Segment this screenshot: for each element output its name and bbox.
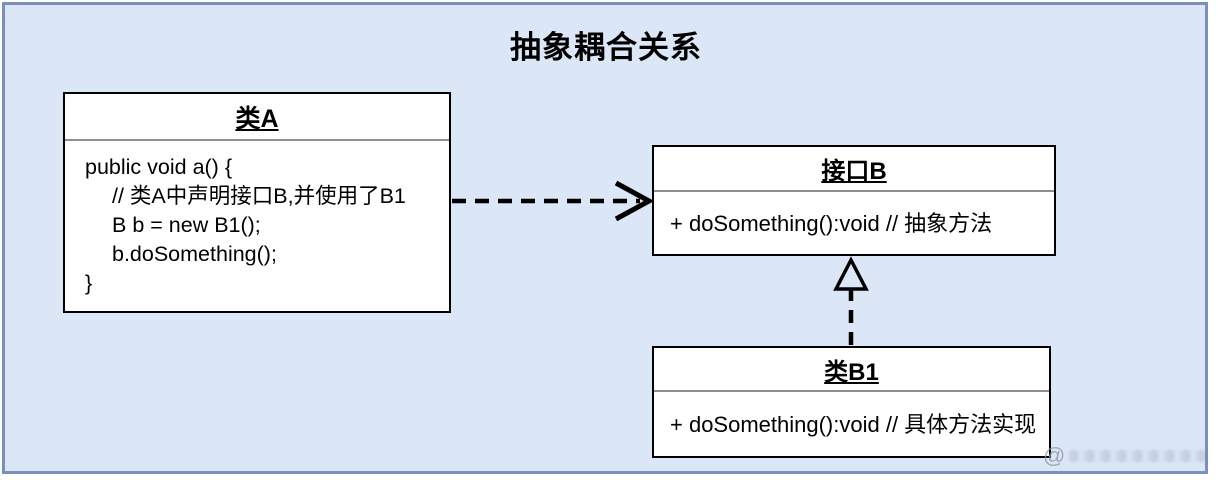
diagram-title: 抽象耦合关系 xyxy=(510,30,702,65)
class-a-code: public void a() { // 类A中声明接口B,并使用了B1 B b… xyxy=(65,141,449,298)
class-a-box: 类A public void a() { // 类A中声明接口B,并使用了B1 … xyxy=(63,92,451,313)
interface-b-name: 接口B xyxy=(821,158,887,185)
code-line: } xyxy=(85,271,93,295)
interface-b-box: 接口B + doSomething():void // 抽象方法 xyxy=(652,145,1056,256)
code-line: // 类A中声明接口B,并使用了B1 xyxy=(112,184,406,208)
class-b1-box: 类B1 + doSomething():void // 具体方法实现 xyxy=(652,346,1051,458)
class-b1-member: + doSomething():void // 具体方法实现 xyxy=(670,412,1037,437)
class-b1-header: 类B1 xyxy=(654,348,1049,392)
class-a-header: 类A xyxy=(65,94,449,141)
code-line: b.doSomething(); xyxy=(112,242,277,266)
interface-b-header: 接口B xyxy=(654,147,1054,192)
code-line: public void a() { xyxy=(85,155,232,179)
interface-b-member: + doSomething():void // 抽象方法 xyxy=(670,211,993,236)
class-a-name: 类A xyxy=(235,104,279,133)
watermark: @ xyxy=(1043,443,1210,469)
watermark-at-sign: @ xyxy=(1043,443,1066,468)
class-b1-name: 类B1 xyxy=(824,358,879,386)
code-line: B b = new B1(); xyxy=(112,213,261,237)
watermark-smudge xyxy=(1069,450,1210,462)
